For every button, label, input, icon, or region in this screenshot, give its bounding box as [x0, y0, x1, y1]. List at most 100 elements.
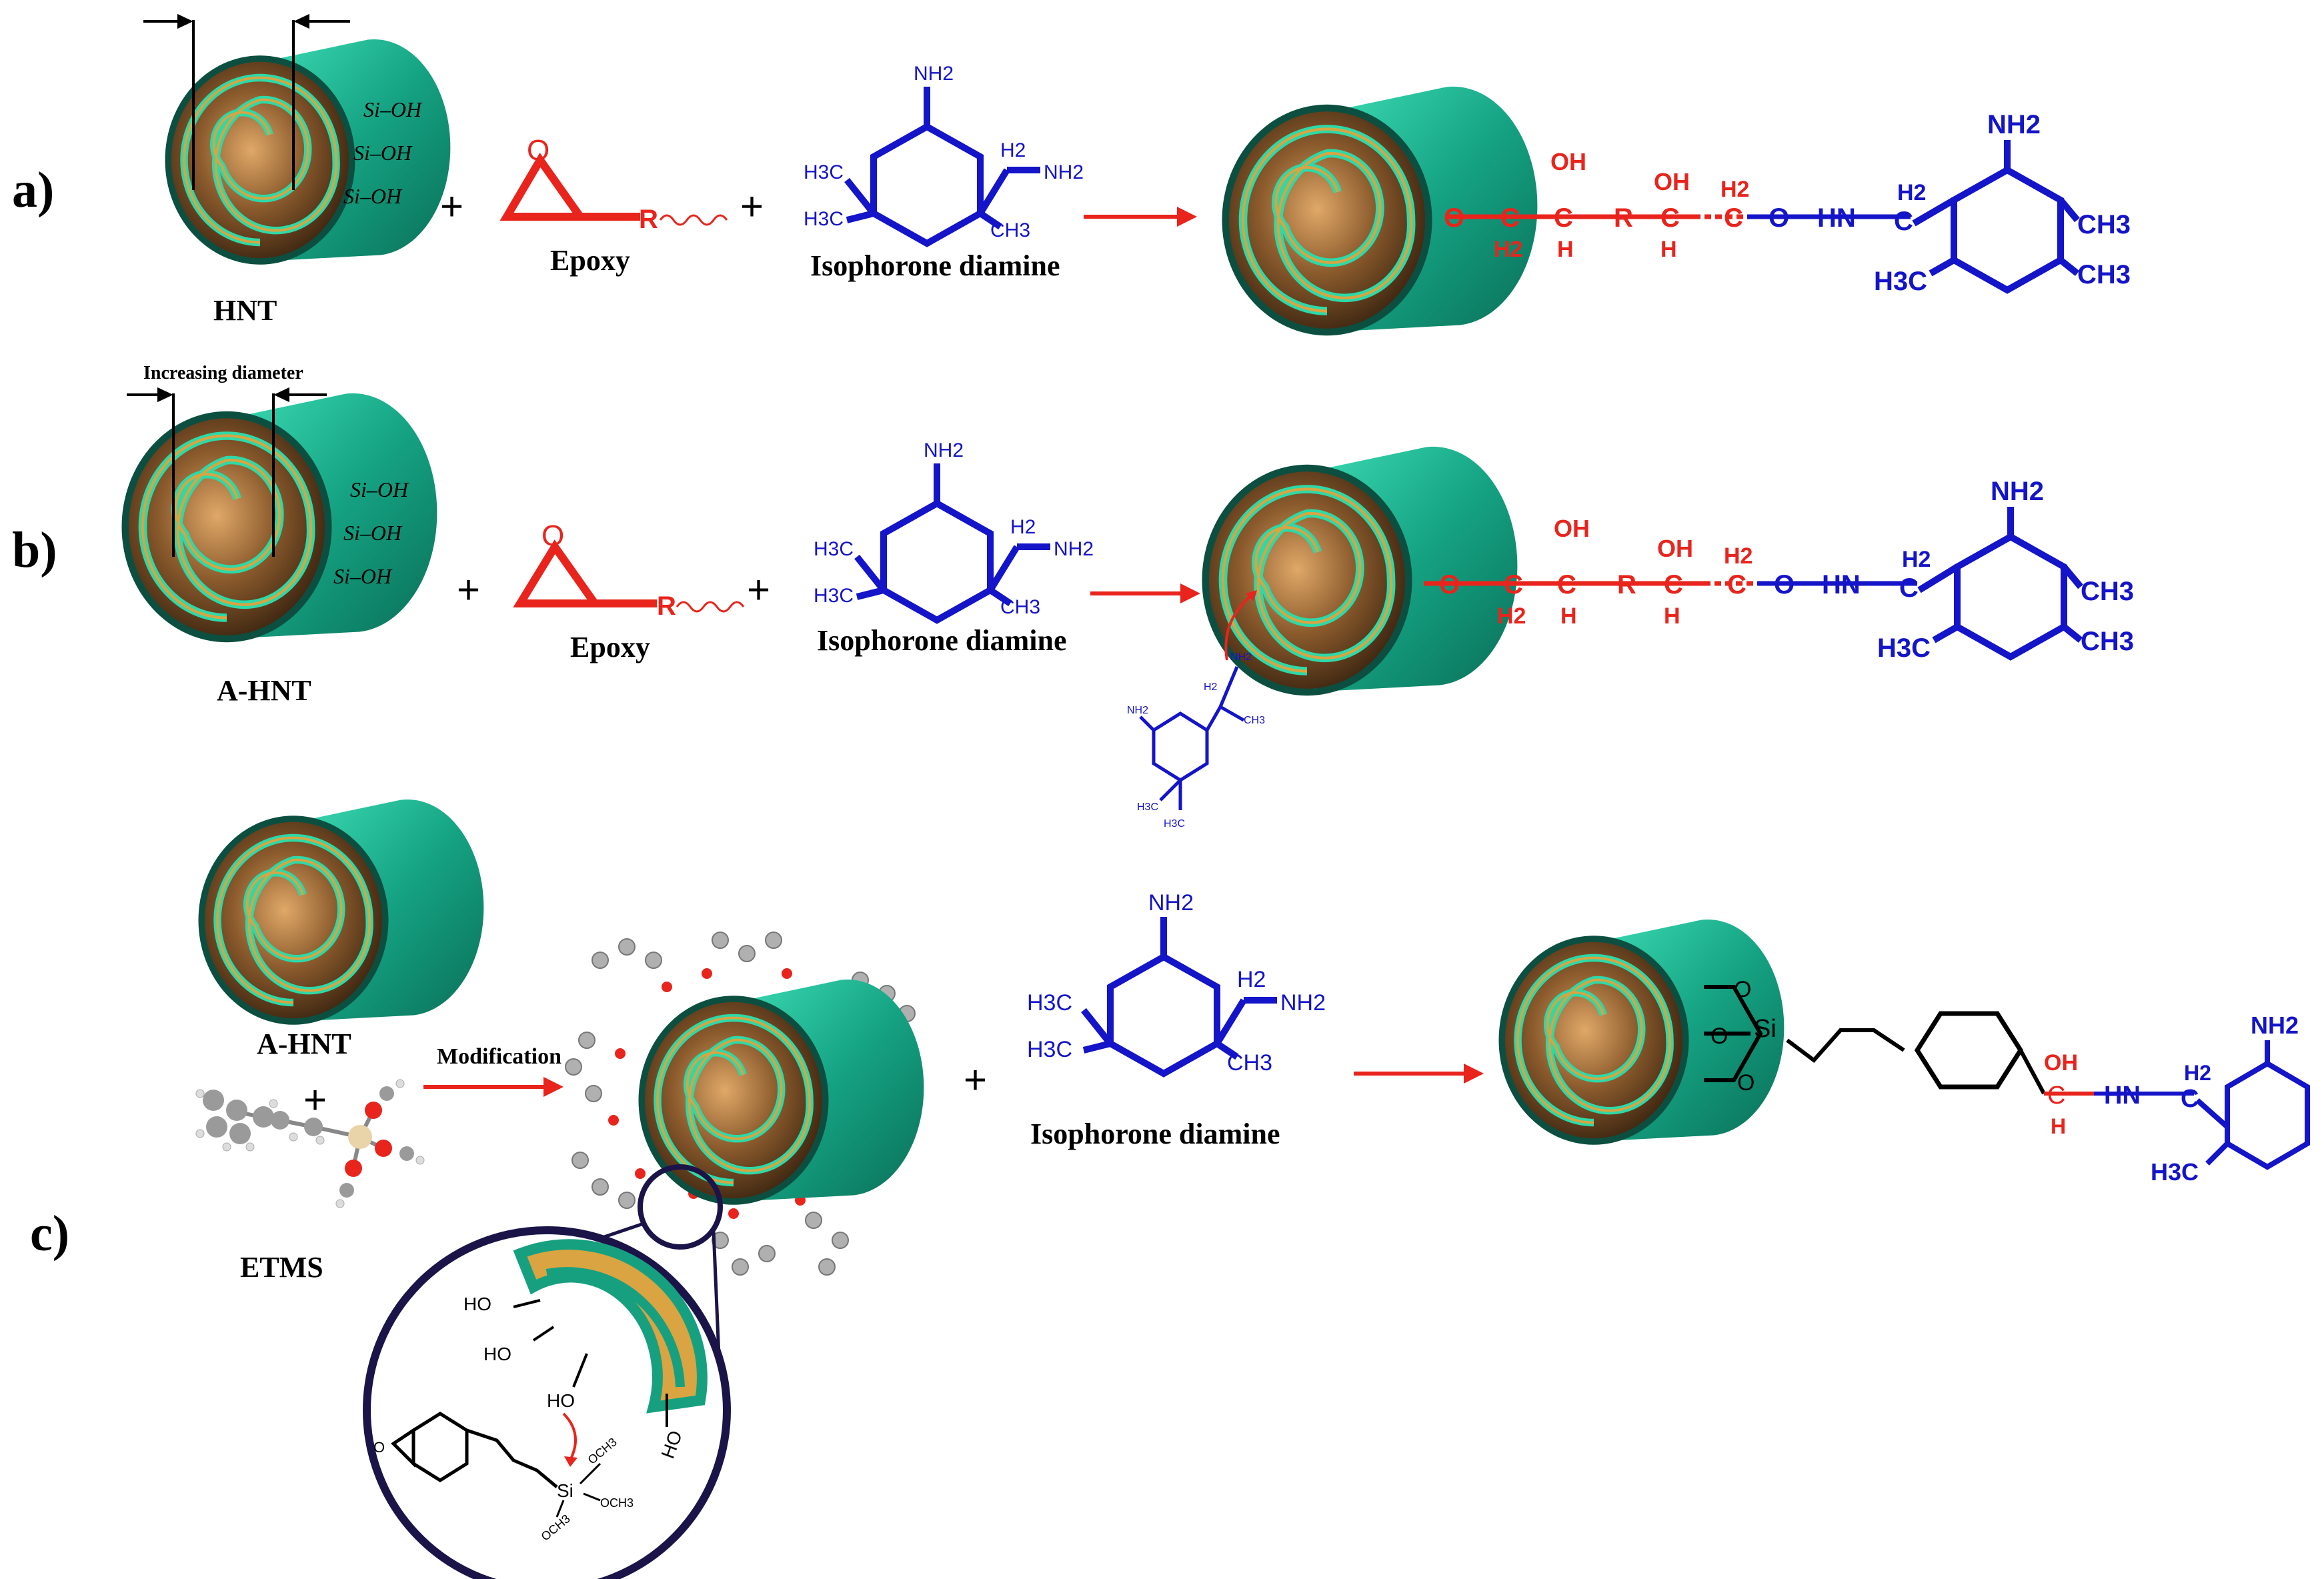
svg-text:HN: HN [1822, 570, 1861, 599]
svg-text:H2: H2 [1497, 603, 1526, 629]
si-oh-groups-a: Si–OH Si–OH Si–OH [343, 97, 423, 208]
svg-text:OH: OH [2044, 1050, 2078, 1076]
svg-text:O: O [1774, 570, 1795, 599]
svg-text:HO: HO [547, 1390, 575, 1411]
svg-text:H3C: H3C [1164, 818, 1185, 830]
svg-text:Si: Si [557, 1480, 573, 1501]
svg-text:H2: H2 [1010, 516, 1036, 538]
svg-text:H2: H2 [2184, 1061, 2211, 1085]
svg-text:CH3: CH3 [2077, 210, 2131, 239]
svg-text:Si–OH: Si–OH [363, 97, 423, 121]
svg-text:C: C [1504, 570, 1523, 599]
plus-a1: + [440, 184, 463, 229]
panel-c-label: c) [30, 1206, 69, 1262]
svg-text:H: H [1557, 237, 1574, 262]
reaction-arrow-a [1084, 207, 1197, 227]
svg-text:H2: H2 [1494, 237, 1522, 262]
svg-text:R: R [1614, 203, 1633, 233]
product-chain-a: O C H2 C OH H R C OH H C H2 O HN C H2 NH… [1444, 110, 2131, 296]
svg-text:NH2: NH2 [1054, 538, 1094, 560]
svg-text:C: C [1724, 203, 1743, 233]
svg-text:R: R [1617, 570, 1636, 599]
a-hnt-label-c: A-HNT [257, 1028, 351, 1060]
svg-text:R: R [639, 205, 658, 234]
svg-text:C: C [1894, 207, 1913, 236]
a-hnt-label-b: A-HNT [217, 674, 311, 707]
svg-text:CH3: CH3 [2077, 260, 2131, 289]
a-hnt-nanotube-b [122, 393, 437, 642]
svg-text:H3C: H3C [804, 161, 844, 183]
svg-text:H2: H2 [1720, 177, 1749, 202]
svg-text:H3C: H3C [1874, 267, 1927, 296]
svg-text:NH2: NH2 [1127, 705, 1148, 716]
svg-text:Si–OH: Si–OH [343, 184, 403, 208]
epoxy-label-b: Epoxy [570, 631, 650, 663]
svg-text:O: O [1734, 977, 1751, 1002]
svg-text:NH2: NH2 [1230, 651, 1252, 663]
svg-text:C: C [1660, 203, 1680, 233]
product-chain-c: O O O Si C OH H HN C H2 NH2 H3C [1704, 977, 2310, 1186]
product-chain-b: O C H2 C OH H R C OH H C H2 O HN C H2 NH… [1424, 477, 2134, 663]
svg-text:CH3: CH3 [2081, 577, 2134, 606]
svg-text:H3C: H3C [1027, 990, 1072, 1016]
svg-text:Si–OH: Si–OH [333, 564, 393, 588]
svg-text:O: O [1710, 1024, 1728, 1049]
svg-text:H: H [1664, 603, 1680, 629]
svg-text:H3C: H3C [1877, 633, 1931, 663]
svg-text:CH3: CH3 [990, 219, 1030, 241]
svg-text:Si: Si [1754, 1015, 1777, 1043]
svg-text:HN: HN [2104, 1082, 2141, 1110]
svg-text:H3C: H3C [814, 585, 854, 607]
isophorone-label-a: Isophorone diamine [810, 249, 1060, 282]
plus-c2: + [964, 1058, 987, 1102]
svg-text:NH2: NH2 [924, 439, 964, 461]
svg-text:C: C [1557, 570, 1576, 599]
svg-text:H2: H2 [1237, 967, 1266, 992]
svg-text:Si–OH: Si–OH [350, 477, 409, 501]
svg-text:NH2: NH2 [1148, 890, 1194, 916]
etms-molecule [195, 1079, 425, 1208]
reaction-arrow-b [1090, 583, 1200, 603]
svg-text:CH3: CH3 [1244, 715, 1265, 726]
svg-text:H3C: H3C [814, 538, 854, 560]
isophorone-structure-c: NH2 H2 NH2 CH3 H3C H3C [1027, 890, 1326, 1078]
svg-text:C: C [1899, 573, 1919, 603]
modification-label: Modification [437, 1044, 561, 1069]
panel-b-label: b) [12, 522, 57, 578]
svg-text:O: O [373, 1439, 385, 1456]
increasing-diameter-label: Increasing diameter [143, 363, 303, 383]
isophorone-structure-b: NH2 H2 NH2 CH3 H3C H3C [814, 439, 1094, 624]
isophorone-label-c: Isophorone diamine [1030, 1118, 1280, 1150]
a-hnt-nanotube-c [199, 800, 484, 1025]
svg-text:OH: OH [1554, 515, 1590, 542]
svg-text:H: H [1560, 603, 1577, 629]
zoom-circle: HO HO HO HO O Si OCH3 OCH3 OCH3 [363, 1226, 731, 1579]
svg-text:H2: H2 [1902, 547, 1931, 572]
plus-a2: + [740, 184, 764, 229]
svg-text:NH2: NH2 [1991, 477, 2044, 506]
si-oh-groups-b: Si–OH Si–OH Si–OH [333, 477, 409, 588]
svg-text:H: H [2051, 1114, 2066, 1138]
svg-text:C: C [2181, 1085, 2199, 1113]
svg-text:NH2: NH2 [1987, 110, 2041, 139]
svg-text:OH: OH [1654, 168, 1690, 195]
svg-text:H3C: H3C [2151, 1158, 2199, 1186]
modified-nanotube [639, 980, 924, 1205]
epoxy-label-a: Epoxy [550, 244, 630, 277]
svg-text:O: O [1444, 203, 1464, 233]
svg-text:OCH3: OCH3 [600, 1496, 634, 1510]
epoxy-structure-b: O R [513, 519, 745, 621]
svg-text:O: O [541, 519, 564, 552]
svg-text:NH2: NH2 [1044, 161, 1084, 183]
svg-text:NH2: NH2 [1280, 990, 1326, 1016]
diameter-indicator-b [127, 387, 327, 557]
etms-label: ETMS [240, 1251, 323, 1284]
svg-text:C: C [2047, 1082, 2065, 1110]
svg-text:HO: HO [463, 1294, 491, 1314]
isophorone-label-b: Isophorone diamine [817, 624, 1067, 657]
plus-b1: + [457, 567, 480, 612]
svg-text:CH3: CH3 [1227, 1050, 1272, 1076]
svg-text:H2: H2 [1204, 681, 1218, 693]
svg-text:O: O [1737, 1070, 1755, 1096]
svg-text:R: R [657, 591, 676, 621]
